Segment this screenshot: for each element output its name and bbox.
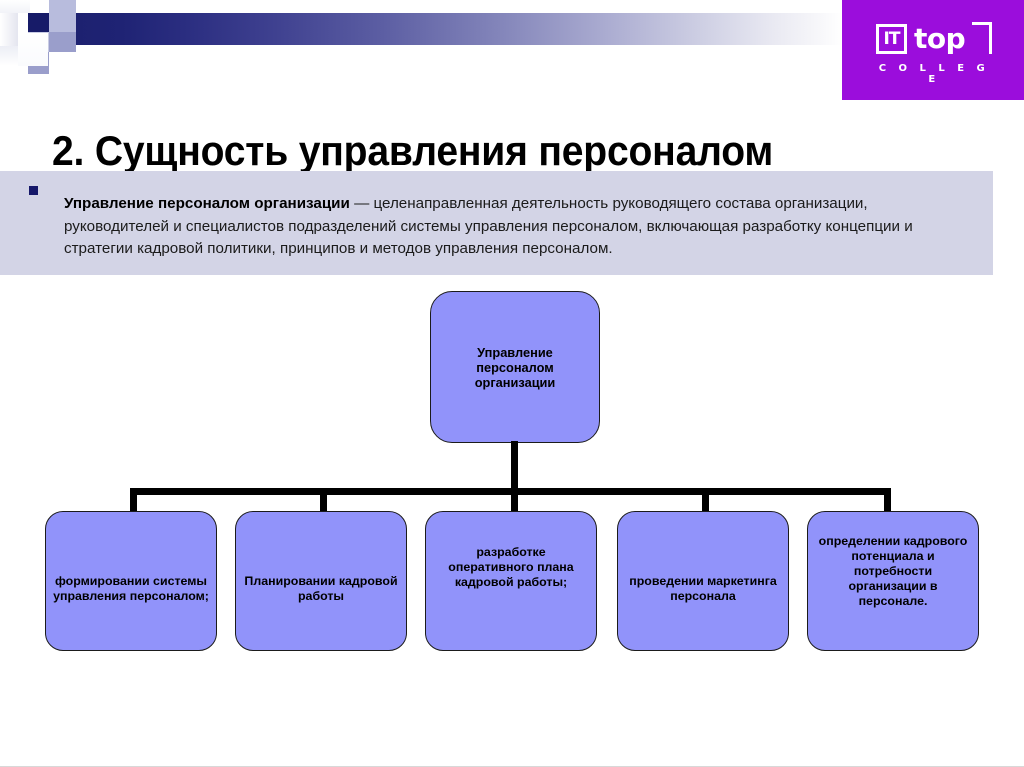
connector-drop <box>702 493 709 513</box>
org-chart: Управление персоналом организации формир… <box>0 275 1024 675</box>
org-node-leaf-label: формировании системы управления персонал… <box>53 574 209 603</box>
org-node-root-label: Управление персоналом организации <box>474 344 556 390</box>
connector-drop <box>511 493 518 513</box>
page-title: 2. Сущность управления персоналом <box>52 127 774 175</box>
header-band: IT top C O L L E G E <box>0 0 1024 100</box>
mosaic-square <box>49 13 76 32</box>
org-node-leaf: Планировании кадровой работы <box>235 511 407 651</box>
college-logo: IT top C O L L E G E <box>842 0 1024 100</box>
connector-vertical-stem <box>511 441 518 491</box>
header-mosaic-decoration <box>0 0 90 74</box>
logo-bracket-icon <box>972 22 992 54</box>
org-node-leaf: проведении маркетинга персонала <box>617 511 789 651</box>
bullet-square-icon <box>29 186 38 195</box>
mosaic-square-accent <box>28 13 49 32</box>
org-node-leaf: разработке оперативного плана кадровой р… <box>425 511 597 651</box>
org-node-leaf: определении кадрового потенциала и потре… <box>807 511 979 651</box>
definition-term: Управление персоналом организации <box>64 195 350 213</box>
org-node-leaf-label: Планировании кадровой работы <box>244 574 398 603</box>
header-gradient-bar <box>76 13 842 45</box>
org-node-leaf-label: определении кадрового потенциала и потре… <box>818 533 968 608</box>
mosaic-square <box>49 0 76 13</box>
mosaic-square <box>18 33 48 66</box>
org-node-leaf-label: проведении маркетинга персонала <box>629 574 777 603</box>
connector-horizontal-rail <box>130 488 891 495</box>
org-node-root: Управление персоналом организации <box>430 291 600 443</box>
connector-drop <box>320 493 327 513</box>
definition-body: — целенаправленная деятельность руководя… <box>64 195 913 258</box>
mosaic-square <box>49 32 76 52</box>
mosaic-square <box>0 46 18 66</box>
connector-drop <box>130 493 137 513</box>
mosaic-square <box>0 0 30 13</box>
org-node-leaf-label: разработке оперативного плана кадровой р… <box>448 544 574 589</box>
mosaic-square <box>38 0 49 13</box>
mosaic-square <box>0 13 18 46</box>
logo-it-badge: IT <box>876 24 907 54</box>
logo-college-text: C O L L E G E <box>878 63 990 85</box>
logo-top-text: top <box>914 22 966 55</box>
definition-text: Управление персоналом организации — целе… <box>64 193 976 261</box>
logo-mark: IT top <box>876 22 992 58</box>
definition-block: Управление персоналом организации — целе… <box>0 171 993 275</box>
logo-inner: IT top C O L L E G E <box>842 0 1024 100</box>
connector-drop <box>884 493 891 513</box>
org-node-leaf: формировании системы управления персонал… <box>45 511 217 651</box>
